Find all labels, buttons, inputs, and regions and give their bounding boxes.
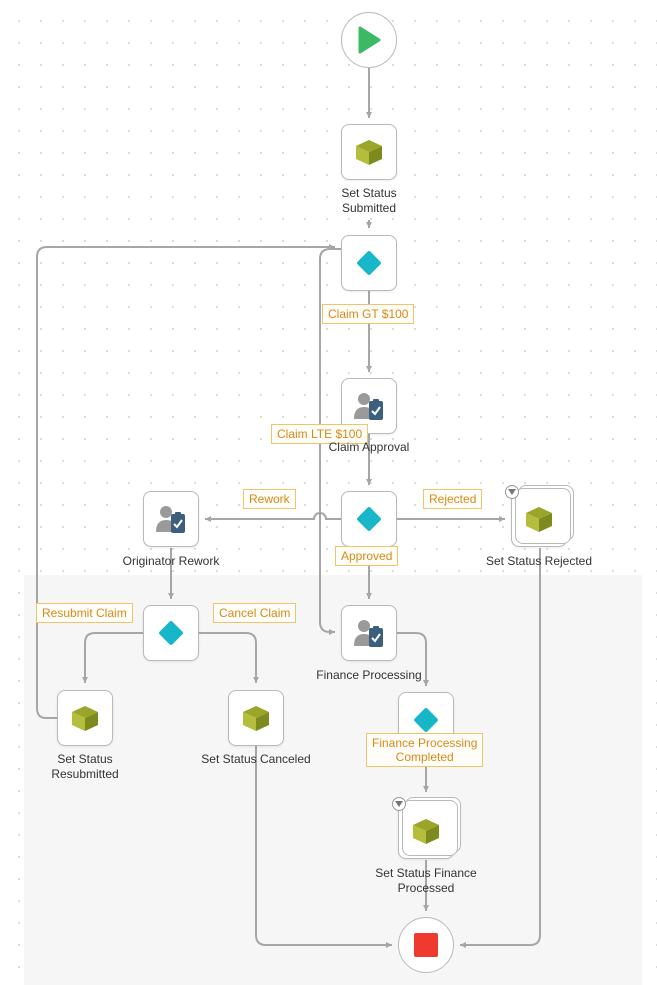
node-set-status-submitted[interactable] <box>341 124 397 180</box>
box-icon <box>413 819 439 844</box>
decision-rework[interactable] <box>143 605 199 661</box>
node-set-status-canceled[interactable] <box>228 690 284 746</box>
edge-canceled-to-end <box>255 745 392 948</box>
edge-label-claim-lte-100[interactable]: Claim LTE $100 <box>271 424 369 444</box>
label-originator-rework: Originator Rework <box>122 554 220 568</box>
edge-cancel-claim <box>199 632 259 683</box>
box-icon <box>243 706 269 731</box>
label-finance-processing: Finance Processing <box>316 668 422 682</box>
edge-rework <box>205 512 341 522</box>
user-task-icon <box>354 393 383 420</box>
edge-resubmitted-loop <box>36 244 335 719</box>
node-originator-rework[interactable] <box>143 491 199 547</box>
collapse-toggle-icon[interactable] <box>392 797 406 811</box>
node-finance-processing[interactable] <box>341 605 397 661</box>
label-set-status-submitted: Set Status Submitted <box>341 186 397 215</box>
end-event[interactable] <box>398 917 454 973</box>
edge-rejected-to-end <box>460 548 541 948</box>
diamond-icon <box>356 250 382 276</box>
label-set-status-canceled: Set Status Canceled <box>201 752 311 766</box>
collapse-toggle-icon[interactable] <box>505 485 519 499</box>
edge-finance-to-decision <box>397 632 429 686</box>
node-set-status-finance-processed[interactable] <box>398 797 461 859</box>
label-set-status-rejected: Set Status Rejected <box>485 554 593 568</box>
diamond-icon <box>158 620 184 646</box>
node-set-status-resubmitted[interactable] <box>57 690 113 746</box>
node-claim-approval[interactable] <box>341 378 397 434</box>
diamond-icon <box>413 707 439 733</box>
edge-resubmit-claim <box>82 632 143 683</box>
box-icon <box>356 140 382 165</box>
diamond-icon <box>356 506 382 532</box>
node-set-status-rejected[interactable] <box>511 485 574 547</box>
edge-label-rework[interactable]: Rework <box>243 489 296 509</box>
edge-label-cancel-claim[interactable]: Cancel Claim <box>213 603 297 623</box>
box-icon <box>72 706 98 731</box>
label-set-status-finance-processed: Set Status Finance Processed <box>375 866 477 895</box>
edge-label-approved[interactable]: Approved <box>335 546 399 566</box>
play-icon <box>358 26 381 54</box>
label-set-status-resubmitted: Set Status Resubmitted <box>51 752 119 781</box>
label-claim-approval: Claim Approval <box>328 440 410 454</box>
edge-label-claim-gt-100[interactable]: Claim GT $100 <box>322 304 415 324</box>
edge-label-finance-processing-completed[interactable]: Finance Processing Completed <box>366 733 484 767</box>
decision-approval[interactable] <box>341 491 397 547</box>
stop-icon <box>414 933 438 957</box>
edge-label-rejected[interactable]: Rejected <box>423 489 483 509</box>
user-task-icon <box>354 620 383 647</box>
triangle-down-icon <box>395 801 403 807</box>
start-event[interactable] <box>341 12 397 68</box>
user-task-icon <box>156 506 185 533</box>
decision-claim-amount[interactable] <box>341 235 397 291</box>
triangle-down-icon <box>508 489 516 495</box>
box-icon <box>526 507 552 532</box>
edge-label-resubmit-claim[interactable]: Resubmit Claim <box>36 603 133 623</box>
